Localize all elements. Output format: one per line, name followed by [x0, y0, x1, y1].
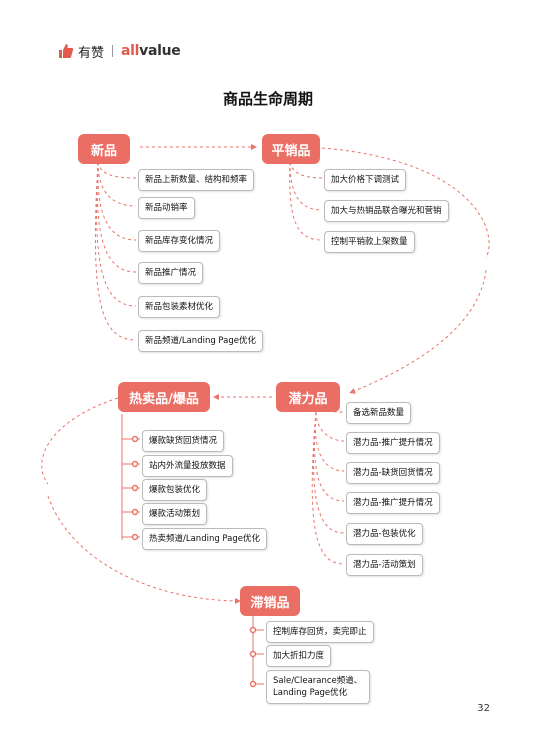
flow-regular-to-potential-2: [349, 269, 487, 394]
new-item: 新品动销率: [138, 197, 195, 219]
bullet-dot: [131, 484, 139, 492]
category-slow: 滞销品: [240, 586, 300, 616]
hot-item: 爆款活动策划: [142, 503, 208, 525]
page-number: 32: [477, 703, 490, 714]
page-title: 商品生命周期: [222, 90, 313, 108]
category-hot: 热卖品/爆品: [118, 382, 210, 412]
potential-item: 潜力品-缺货回货情况: [346, 462, 440, 484]
hot-item: 站内外流量投放数据: [142, 455, 233, 477]
new-item: 新品库存变化情况: [138, 230, 221, 252]
potential-item: 潜力品-推广提升情况: [346, 492, 440, 514]
potential-item: 备选新品数量: [346, 402, 412, 424]
brand-name-cn: 有赞: [78, 45, 105, 61]
slow-item: 控制库存回货，卖完即止: [266, 621, 374, 643]
new-item: 新品上新数量、结构和频率: [138, 169, 255, 191]
category-potential: 潜力品: [276, 382, 340, 412]
new-item: 新品包装素材优化: [138, 296, 221, 318]
new-item: 新品频道/Landing Page优化: [138, 330, 264, 352]
potential-item: 潜力品-推广提升情况: [346, 432, 440, 454]
bullet-dot: [249, 626, 257, 634]
bullet-dot: [249, 650, 257, 658]
flow-hot-to-slow: [41, 397, 119, 485]
regular-item: 加大与热销品联合曝光和营销: [324, 200, 449, 222]
bullet-dot: [131, 460, 139, 468]
hot-item: 热卖频道/Landing Page优化: [142, 528, 268, 550]
flow-regular-to-potential: [321, 147, 490, 259]
bullet-dot: [131, 508, 139, 516]
new-item: 新品推广情况: [138, 262, 204, 284]
regular-item: 控制平销款上架数量: [324, 231, 415, 253]
logo-divider: [112, 45, 114, 57]
brand-name-value: value: [139, 43, 181, 59]
potential-item: 潜力品-包装优化: [346, 523, 423, 545]
category-new: 新品: [78, 134, 130, 164]
slow-item: 加大折扣力度: [266, 645, 332, 667]
slow-item: Sale/Clearance频道、Landing Page优化: [266, 670, 370, 704]
thumbs-up-icon: [59, 44, 74, 58]
flow-hot-to-slow-2: [47, 495, 241, 604]
bullet-dot: [131, 533, 139, 541]
regular-item: 加大价格下调测试: [324, 169, 407, 191]
category-regular: 平销品: [262, 134, 320, 164]
bullet-dot: [249, 680, 257, 688]
hot-item: 爆款缺货回货情况: [142, 430, 225, 452]
bullet-dot: [131, 435, 139, 443]
hot-item: 爆款包装优化: [142, 479, 208, 501]
potential-item: 潜力品-活动策划: [346, 554, 423, 576]
brand-name-all: all: [121, 43, 140, 59]
